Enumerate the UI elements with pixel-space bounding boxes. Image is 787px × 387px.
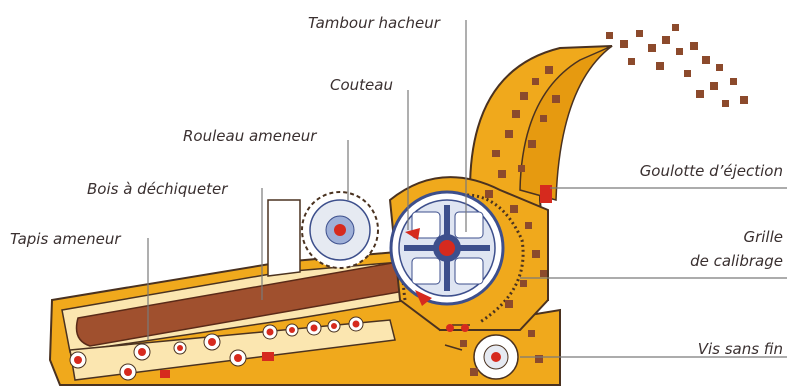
conveyor-roller-8 xyxy=(286,324,298,336)
label-bois-a-dechiqueter: Bois à déchiqueter xyxy=(87,180,227,198)
label-rouleau-ameneur: Rouleau ameneur xyxy=(183,127,316,145)
label-couteau: Couteau xyxy=(330,76,393,94)
conveyor-roller-3 xyxy=(134,344,150,360)
conveyor-roller-11 xyxy=(349,317,363,331)
label-grille-line1: Grille xyxy=(743,228,783,246)
label-vis-sans-fin: Vis sans fin xyxy=(698,340,783,358)
label-tambour-hacheur: Tambour hacheur xyxy=(308,14,440,32)
conveyor-block xyxy=(262,352,274,361)
label-goulotte-ejection: Goulotte d’éjection xyxy=(640,162,783,180)
conveyor-roller-1 xyxy=(70,352,86,368)
conveyor-roller-10 xyxy=(328,320,340,332)
conveyor-roller-5 xyxy=(204,334,220,350)
label-grille-line2: de calibrage xyxy=(690,252,783,270)
conveyor-roller-9 xyxy=(307,321,321,335)
conveyor-roller-6 xyxy=(230,350,246,366)
conveyor-roller-2 xyxy=(120,364,136,380)
label-tapis-ameneur: Tapis ameneur xyxy=(10,230,121,248)
conveyor-roller-7 xyxy=(263,325,277,339)
conveyor-block xyxy=(160,370,170,378)
conveyor-roller-4 xyxy=(174,342,186,354)
feed-roller-icon xyxy=(302,192,378,268)
